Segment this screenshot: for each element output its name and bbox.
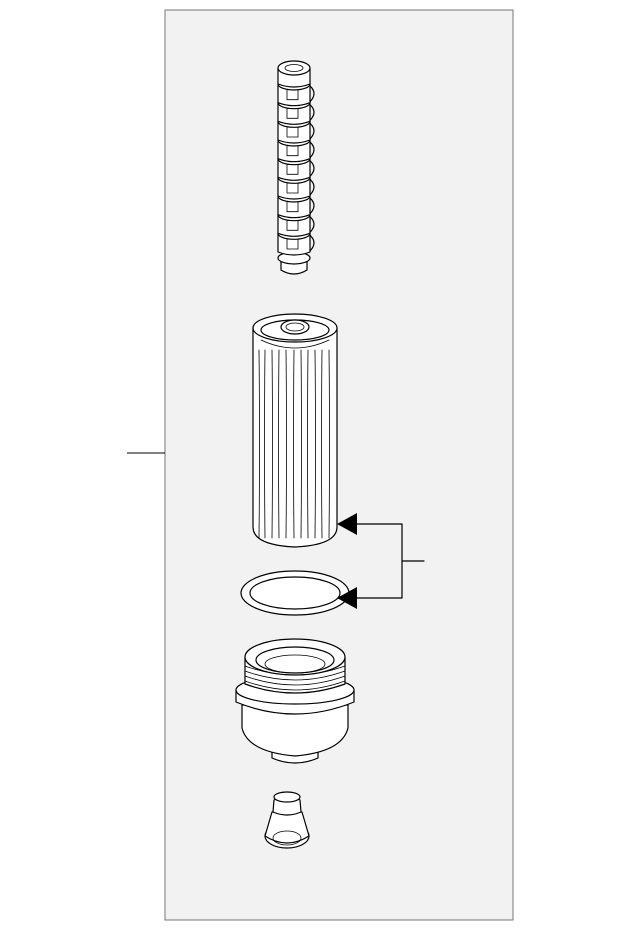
o-ring-seal[interactable] — [240, 570, 350, 616]
filter-pleat — [293, 349, 295, 539]
filter-pleat — [264, 349, 266, 539]
filter-pleat — [314, 349, 316, 539]
drain-plug[interactable] — [264, 791, 310, 849]
filter-pleat — [321, 349, 323, 539]
oil-filter-element[interactable] — [252, 313, 338, 548]
callout-bracket — [337, 513, 425, 609]
callout-arrow-head — [337, 587, 357, 609]
callout-arrow-head — [337, 513, 357, 535]
filter-pleat — [285, 349, 287, 539]
filter-pleat — [328, 349, 330, 539]
filter-pleat — [271, 349, 273, 539]
diagram-panel — [164, 9, 514, 921]
filter-pleat — [307, 349, 309, 539]
filter-housing-cap[interactable] — [235, 638, 355, 764]
filter-pleat — [278, 349, 280, 539]
filter-pleat — [300, 349, 302, 539]
filter-pleat — [258, 349, 260, 539]
filter-center-tube[interactable] — [277, 60, 315, 275]
